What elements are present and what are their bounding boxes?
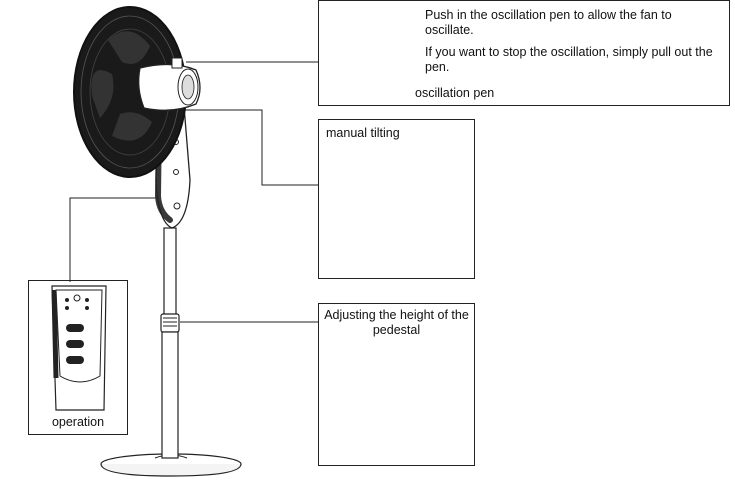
height-label: Adjusting the height of the pedestal	[324, 308, 469, 337]
leader-lines	[69, 61, 318, 323]
control-box: operation	[28, 280, 128, 435]
oscillation-instruction-1: Push in the oscillation pen to allow the…	[425, 8, 672, 37]
oscillation-instruction-2: If you want to stop the oscillation, sim…	[425, 45, 713, 74]
oscillation-pen-label: oscillation pen	[415, 86, 495, 100]
control-label: operation	[51, 415, 105, 429]
leader-line-control	[69, 197, 160, 282]
tilting-box: manual tilting	[318, 119, 475, 279]
fan-grille	[73, 6, 187, 178]
motor-housing	[138, 57, 201, 111]
leader-line-tilting	[172, 109, 318, 186]
tilting-label: manual tilting	[326, 126, 400, 140]
fan-pole	[160, 227, 180, 459]
height-box: Adjusting the height of the pedestal	[318, 303, 475, 466]
oscillation-box: Push in the oscillation pen to allow the…	[318, 0, 730, 106]
control-panel-art	[51, 285, 107, 411]
